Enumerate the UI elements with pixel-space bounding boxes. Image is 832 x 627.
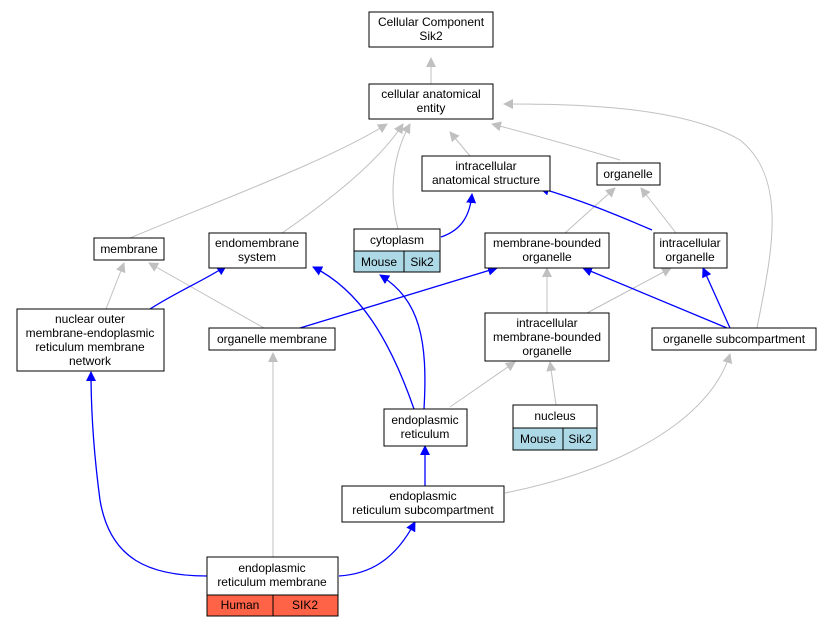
gene-label: SIK2 bbox=[292, 598, 318, 612]
node-label: Sik2 bbox=[419, 29, 443, 43]
organism-label: Mouse bbox=[361, 255, 397, 269]
organism-label: Human bbox=[221, 598, 260, 612]
edge-nom-endomem bbox=[149, 265, 227, 310]
node-organelle: organelle bbox=[596, 162, 661, 186]
edge-nucleus-imbo bbox=[546, 361, 557, 406]
edge-organelle-cae bbox=[491, 121, 621, 161]
node-membrane-bounded-organelle: membrane-bounded organelle bbox=[484, 232, 610, 269]
edge-io-organelle bbox=[640, 187, 677, 234]
node-endomembrane-system: endomembrane system bbox=[208, 232, 307, 269]
node-nuclear-outer-membrane-er-network: nuclear outer membrane-endoplasmic retic… bbox=[16, 308, 165, 372]
node-label: intracellular bbox=[659, 236, 720, 250]
node-organelle-membrane: organelle membrane bbox=[208, 327, 336, 351]
edge-erm-ersub bbox=[338, 521, 416, 577]
node-membrane: membrane bbox=[93, 237, 165, 261]
edge-er-endomem bbox=[312, 266, 415, 410]
node-label: nucleus bbox=[534, 409, 575, 423]
edge-erm-nom bbox=[86, 371, 208, 577]
node-label: membrane-bounded bbox=[493, 330, 601, 344]
edge-io-ias bbox=[539, 185, 653, 231]
nodes: Cellular Component Sik2 cellular anatomi… bbox=[16, 11, 817, 617]
edge-nom-membrane bbox=[105, 262, 126, 310]
node-label: reticulum membrane bbox=[217, 575, 327, 589]
edge-cytoplasm-cae bbox=[392, 123, 411, 230]
organism-label: Mouse bbox=[520, 432, 556, 446]
edge-cytoplasm-ias bbox=[440, 193, 477, 238]
node-intracellular-organelle: intracellular organelle bbox=[653, 232, 728, 269]
node-intracellular-anatomical-structure: intracellular anatomical structure bbox=[421, 155, 551, 192]
node-label: reticulum membrane bbox=[35, 340, 145, 354]
node-label: membrane-bounded bbox=[493, 236, 601, 250]
edge-imbo-io bbox=[586, 267, 672, 314]
node-er-subcompartment: endoplasmic reticulum subcompartment bbox=[341, 485, 505, 523]
blue-edges bbox=[86, 185, 731, 577]
node-cellular-anatomical-entity: cellular anatomical entity bbox=[368, 83, 494, 120]
node-label: entity bbox=[417, 101, 446, 115]
node-label: nuclear outer bbox=[55, 312, 125, 326]
edge-mbo-organelle bbox=[564, 187, 616, 234]
node-label: cellular anatomical bbox=[381, 87, 480, 101]
node-label: organelle bbox=[522, 344, 572, 358]
edge-endomem-cae bbox=[281, 123, 404, 234]
node-label: cytoplasm bbox=[370, 233, 424, 247]
node-cellular-component-sik2: Cellular Component Sik2 bbox=[368, 11, 494, 48]
edge-orgmem-mbo bbox=[299, 265, 498, 329]
edge-membrane-cae bbox=[129, 123, 388, 239]
node-intracellular-membrane-bounded-organelle: intracellular membrane-bounded organelle bbox=[484, 312, 610, 362]
node-endoplasmic-reticulum: endoplasmic reticulum bbox=[383, 408, 468, 447]
gene-tag bbox=[272, 594, 339, 617]
edge-ias-cae bbox=[449, 131, 471, 157]
node-label: organelle subcompartment bbox=[663, 332, 806, 346]
node-label: membrane-endoplasmic bbox=[26, 326, 155, 340]
edge-orgmem-membrane bbox=[148, 262, 265, 329]
edge-er-cytoplasm bbox=[379, 274, 426, 410]
gene-label: Sik2 bbox=[568, 432, 592, 446]
node-label: intracellular bbox=[516, 316, 577, 330]
node-label: network bbox=[69, 354, 112, 368]
edge-er-imbo bbox=[449, 361, 516, 408]
node-organelle-subcompartment: organelle subcompartment bbox=[651, 327, 817, 351]
node-label: reticulum bbox=[401, 427, 450, 441]
edge-osub-mbo bbox=[582, 266, 728, 329]
node-endoplasmic-reticulum-membrane: endoplasmic reticulum membrane Human SIK… bbox=[206, 556, 339, 617]
gene-label: Sik2 bbox=[410, 255, 434, 269]
node-cytoplasm: cytoplasm Mouse Sik2 bbox=[353, 228, 441, 273]
node-label: endoplasmic bbox=[389, 489, 456, 503]
node-label: anatomical structure bbox=[432, 173, 540, 187]
node-label: reticulum subcompartment bbox=[352, 503, 494, 517]
edge-osub-cae bbox=[503, 99, 773, 329]
node-label: Cellular Component bbox=[378, 15, 485, 29]
node-label: system bbox=[238, 250, 276, 264]
node-label: organelle bbox=[603, 167, 653, 181]
gray-edges bbox=[105, 57, 773, 557]
node-label: intracellular bbox=[455, 159, 516, 173]
edge-ersub-osub bbox=[504, 353, 733, 494]
node-label: organelle bbox=[522, 250, 572, 264]
node-label: endoplasmic bbox=[391, 413, 458, 427]
edge-osub-io bbox=[702, 267, 731, 329]
node-label: endoplasmic bbox=[238, 561, 305, 575]
node-label: membrane bbox=[100, 242, 158, 256]
node-label: endomembrane bbox=[215, 236, 299, 250]
gene-tag bbox=[562, 427, 598, 451]
gene-tag bbox=[403, 250, 441, 273]
node-label: organelle membrane bbox=[217, 332, 327, 346]
node-label: organelle bbox=[665, 250, 715, 264]
node-nucleus: nucleus Mouse Sik2 bbox=[512, 404, 598, 451]
